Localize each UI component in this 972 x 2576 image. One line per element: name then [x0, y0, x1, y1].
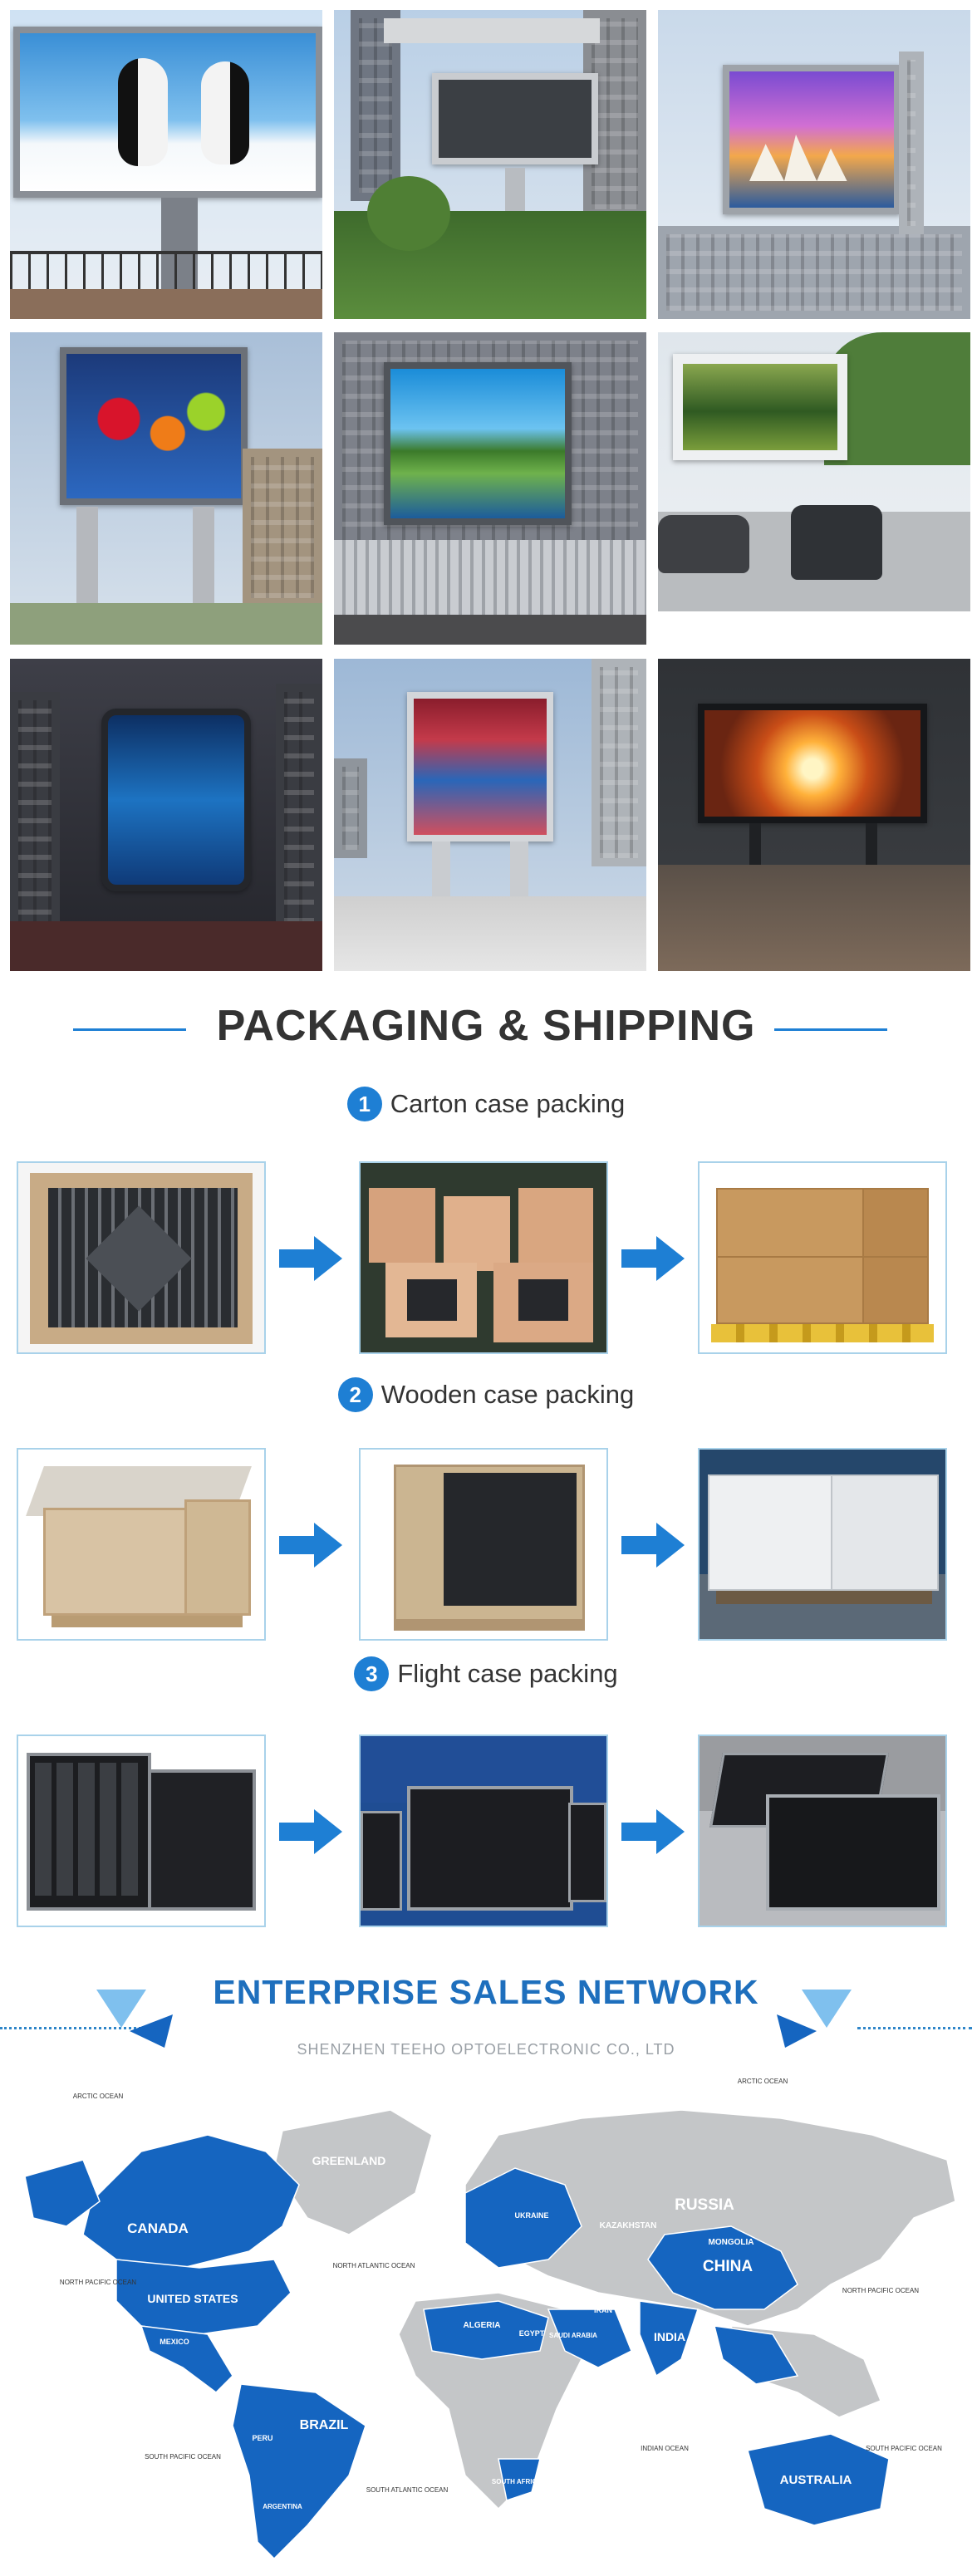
packaging-step-flight: 3 Flight case packing	[0, 1656, 972, 1695]
country-label-russia: RUSSIA	[675, 2196, 734, 2214]
country-label-algeria: ALGERIA	[464, 2321, 501, 2330]
wooden-crates-warehouse-photo	[698, 1448, 947, 1641]
map-region-europe	[464, 2167, 582, 2269]
carton-boxes-modules-photo	[359, 1161, 608, 1354]
country-label-china: CHINA	[703, 2258, 753, 2275]
map-region-canada	[82, 2134, 300, 2269]
country-label-egypt: EGYPT	[519, 2329, 545, 2338]
wooden-open-crate-photo	[17, 1448, 266, 1641]
flight-cases-closed-photo	[359, 1735, 608, 1927]
map-region-north-africa	[423, 2300, 549, 2360]
gallery-photo-street-billboard	[334, 10, 646, 319]
gallery-photo-parking-lot-screen	[658, 332, 970, 611]
arrow-right-icon	[621, 1236, 685, 1281]
step-number-badge: 2	[337, 1377, 373, 1412]
ocean-label: ARCTIC OCEAN	[738, 2078, 788, 2085]
carton-stacked-boxes-photo	[698, 1161, 947, 1354]
country-label-kazakhstan: KAZAKHSTAN	[600, 2221, 657, 2230]
gallery-photo-opera-house-screen	[658, 10, 970, 319]
packaging-step-carton: 1 Carton case packing	[0, 1087, 972, 1125]
map-region-middle-east	[547, 2309, 632, 2368]
gallery-photo-building-landscape-screen	[334, 332, 646, 645]
network-subtitle: SHENZHEN TEEHO OPTOELECTRONIC CO., LTD	[297, 2041, 675, 2058]
packaging-title: PACKAGING & SHIPPING	[216, 1002, 756, 1050]
step-label: Wooden case packing	[380, 1380, 635, 1409]
flight-case-open-photo	[17, 1735, 266, 1927]
map-region-south-africa	[498, 2458, 541, 2501]
led-display-gallery	[0, 0, 972, 972]
ocean-label: SOUTH ATLANTIC OCEAN	[366, 2486, 449, 2494]
map-region-alaska	[24, 2159, 101, 2227]
country-label-greenland: GREENLAND	[312, 2154, 386, 2167]
flight-packing-row	[0, 1735, 972, 1927]
wooden-crate-with-screen-photo	[359, 1448, 608, 1641]
network-dotted-line-right	[857, 2027, 972, 2029]
map-region-south-america	[232, 2383, 366, 2560]
map-region-central-america	[140, 2325, 233, 2393]
flight-cases-rows-photo	[698, 1735, 947, 1927]
gallery-photo-night-curved-screen	[10, 659, 322, 971]
step-label: Carton case packing	[390, 1089, 626, 1118]
country-label-united-states: UNITED STATES	[147, 2292, 238, 2305]
arrow-right-icon	[279, 1523, 342, 1568]
triangle-decoration-left-icon	[96, 1990, 173, 2048]
gallery-photo-fruit-screen	[10, 332, 322, 645]
map-land-greenland	[273, 2109, 433, 2235]
ocean-label: ARCTIC OCEAN	[73, 2093, 124, 2100]
country-label-australia: AUSTRALIA	[780, 2473, 852, 2487]
ocean-label: SOUTH PACIFIC OCEAN	[866, 2445, 942, 2452]
wooden-packing-row	[0, 1448, 972, 1641]
country-label-ukraine: UKRAINE	[514, 2211, 548, 2220]
country-label-mexico: MEXICO	[160, 2338, 189, 2346]
country-label-canada: CANADA	[127, 2220, 189, 2236]
world-sales-map: ARCTIC OCEAN ARCTIC OCEAN NORTH PACIFIC …	[24, 2078, 956, 2560]
ocean-label: NORTH PACIFIC OCEAN	[60, 2279, 136, 2286]
arrow-right-icon	[621, 1523, 685, 1568]
country-label-south-africa: SOUTH AFRICA	[492, 2478, 542, 2485]
triangle-decoration-right-icon	[777, 1990, 852, 2048]
step-label: Flight case packing	[397, 1659, 618, 1688]
country-label-brazil: BRAZIL	[300, 2418, 349, 2432]
country-label-saudi-arabia: SAUDI ARABIA	[549, 2332, 597, 2339]
ocean-label: NORTH PACIFIC OCEAN	[842, 2287, 919, 2294]
country-label-mongolia: MONGOLIA	[709, 2238, 754, 2247]
arrow-right-icon	[279, 1236, 342, 1281]
map-region-united-states	[115, 2259, 292, 2335]
ocean-label: SOUTH PACIFIC OCEAN	[145, 2453, 221, 2461]
country-label-argentina: ARGENTINA	[263, 2503, 302, 2510]
network-dotted-line-left	[0, 2027, 146, 2029]
packaging-step-wooden: 2 Wooden case packing	[0, 1377, 972, 1416]
gallery-photo-plaza-sunset-screen	[658, 659, 970, 971]
gallery-photo-penguins	[10, 10, 322, 319]
step-number-badge: 3	[354, 1656, 390, 1691]
map-region-southeast-asia	[714, 2325, 799, 2385]
map-region-china	[647, 2225, 798, 2310]
map-land-eurasia	[464, 2109, 956, 2327]
ocean-label: NORTH ATLANTIC OCEAN	[333, 2262, 415, 2269]
step-number-badge: 1	[346, 1087, 382, 1121]
arrow-right-icon	[621, 1809, 685, 1854]
country-label-india: INDIA	[654, 2330, 685, 2343]
map-region-india	[639, 2300, 699, 2377]
map-region-australia	[747, 2433, 890, 2526]
carton-open-box-photo	[17, 1161, 266, 1354]
heading-divider-right	[774, 1028, 887, 1031]
country-label-iran: IRAN	[594, 2306, 612, 2314]
heading-divider-left	[73, 1028, 186, 1031]
arrow-right-icon	[279, 1809, 342, 1854]
ocean-label: INDIAN OCEAN	[641, 2445, 689, 2452]
gallery-photo-stadium-screen	[334, 659, 646, 971]
network-title: ENTERPRISE SALES NETWORK	[213, 1973, 759, 2011]
country-label-peru: PERU	[252, 2434, 272, 2442]
carton-packing-row	[0, 1161, 972, 1354]
packaging-section-header: PACKAGING & SHIPPING	[0, 997, 972, 1055]
